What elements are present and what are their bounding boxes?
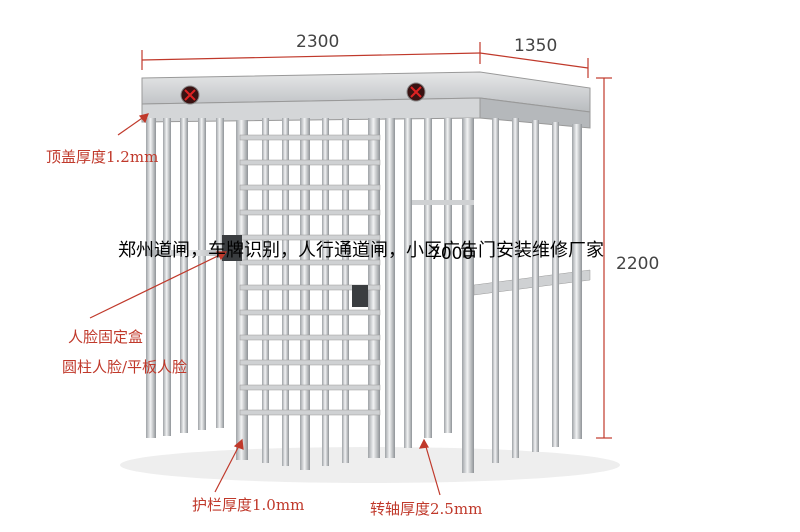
red-x-indicator-icon: [406, 82, 426, 102]
width-dimension: 2300: [296, 32, 340, 52]
height-dimension: 2200: [616, 254, 660, 274]
right-guardrail: [385, 118, 474, 473]
guardrail-annotation: 护栏厚度1.0mm: [192, 496, 305, 514]
left-guardrail: [146, 118, 236, 438]
depth-dimension: 1350: [514, 36, 558, 56]
face-box-annotation: 人脸固定盒: [68, 328, 144, 346]
red-x-indicator-icon: [180, 85, 200, 105]
watermark-text: 郑州道闸，车牌识别，人行通道闸，小区广告门安装维修厂家: [118, 240, 604, 261]
side-guardrail: [473, 118, 591, 463]
watermark-phone: 7000: [430, 244, 474, 264]
dimension-lines: [141, 42, 612, 439]
annotation-arrows: [89, 113, 441, 496]
top-cover-annotation: 顶盖厚度1.2mm: [46, 148, 159, 166]
rotor-assembly: [222, 118, 381, 470]
shaft-annotation: 转轴厚度2.5mm: [370, 500, 483, 518]
face-type-annotation: 圆柱人脸/平板人脸: [62, 358, 188, 376]
top-cover: [141, 71, 591, 129]
